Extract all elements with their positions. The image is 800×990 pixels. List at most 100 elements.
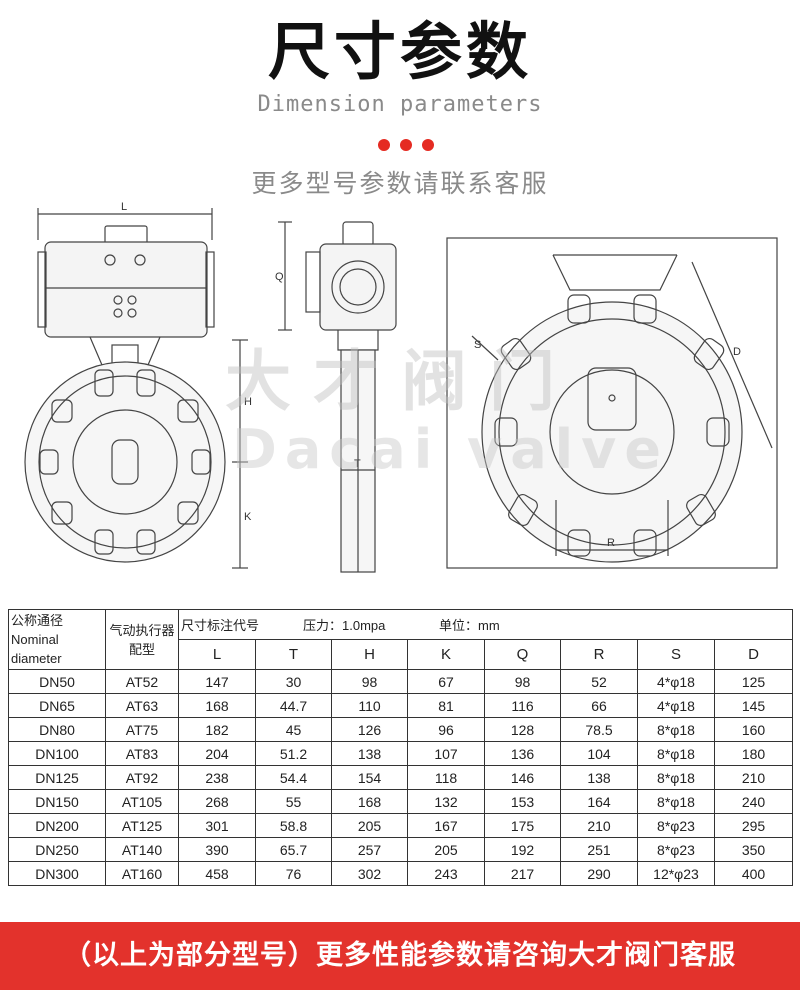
dot-icon [422,139,434,151]
cell-nominal-diameter: DN300 [8,861,106,886]
dim-label-r: R [607,537,615,549]
cell-actuator-model: AT75 [105,717,179,742]
cell-r: 251 [560,837,638,862]
cell-t: 58.8 [255,813,332,838]
side-view-drawing [278,221,397,573]
cell-d: 210 [713,765,794,790]
header-dimension-code: 尺寸标注代号 [181,618,260,633]
cell-h: 154 [331,765,408,790]
cell-nominal-diameter: DN80 [8,717,106,742]
cell-r: 104 [560,741,638,766]
cell-q: 146 [484,765,561,790]
flange-view-drawing [446,237,778,569]
cell-s: 4*φ18 [637,693,715,718]
dim-label-k: K [244,511,252,523]
decorative-dots [378,139,438,153]
header-pressure: 压力：1.0mpa [303,618,386,633]
cell-q: 136 [484,741,561,766]
cell-s: 8*φ18 [637,789,715,814]
cell-t: 30 [255,669,332,694]
cell-q: 192 [484,837,561,862]
cell-h: 98 [331,669,408,694]
header-nominal-diameter: 公称通径Nominal diameter [8,609,106,670]
dot-icon [378,139,390,151]
dim-label-l: L [121,201,127,213]
cell-q: 175 [484,813,561,838]
cell-d: 125 [713,669,794,694]
dim-label-q: Q [275,271,284,283]
cell-actuator-model: AT92 [105,765,179,790]
cell-actuator-model: AT140 [105,837,179,862]
column-header-q: Q [484,639,561,670]
cell-l: 147 [178,669,256,694]
cell-h: 168 [331,789,408,814]
cell-k: 81 [407,693,485,718]
cell-q: 128 [484,717,561,742]
cell-t: 54.4 [255,765,332,790]
header-actuator-model: 气动执行器配型 [105,609,179,670]
cell-k: 167 [407,813,485,838]
cell-t: 76 [255,861,332,886]
cell-k: 205 [407,837,485,862]
contact-tagline: 更多型号参数请联系客服 [251,169,549,198]
footer-banner: （以上为部分型号）更多性能参数请咨询大才阀门客服 [0,922,800,990]
cell-nominal-diameter: DN50 [8,669,106,694]
cell-k: 96 [407,717,485,742]
cell-s: 8*φ18 [637,717,715,742]
dim-label-h: H [244,396,252,408]
column-header-l: L [178,639,256,670]
header-info-row: 尺寸标注代号 压力：1.0mpa 单位：mm [177,609,794,640]
cell-k: 132 [407,789,485,814]
cell-d: 400 [713,861,794,886]
page-title: 尺寸参数 [267,15,532,88]
dim-label-d: D [733,346,741,358]
header-unit: 单位：mm [439,618,500,633]
cell-nominal-diameter: DN125 [8,765,106,790]
dimension-table: 公称通径Nominal diameter 气动执行器配型 尺寸标注代号 压力：1.… [8,609,794,886]
cell-l: 301 [178,813,256,838]
cell-h: 257 [331,837,408,862]
cell-nominal-diameter: DN150 [8,789,106,814]
column-header-h: H [331,639,408,670]
cell-l: 168 [178,693,256,718]
cell-h: 302 [331,861,408,886]
cell-s: 12*φ23 [637,861,715,886]
cell-k: 107 [407,741,485,766]
cell-t: 65.7 [255,837,332,862]
dot-icon [400,139,412,151]
cell-actuator-model: AT125 [105,813,179,838]
dim-label-s: S [474,339,481,351]
cell-l: 204 [178,741,256,766]
column-header-r: R [560,639,638,670]
cell-d: 295 [713,813,794,838]
cell-l: 268 [178,789,256,814]
column-header-s: S [637,639,715,670]
cell-h: 138 [331,741,408,766]
cell-l: 182 [178,717,256,742]
cell-k: 118 [407,765,485,790]
cell-k: 243 [407,861,485,886]
cell-nominal-diameter: DN250 [8,837,106,862]
cell-s: 8*φ18 [637,741,715,766]
column-header-k: K [407,639,485,670]
cell-r: 138 [560,765,638,790]
cell-actuator-model: AT83 [105,741,179,766]
front-view-drawing [24,208,248,569]
cell-t: 45 [255,717,332,742]
column-header-t: T [255,639,332,670]
cell-l: 390 [178,837,256,862]
cell-r: 66 [560,693,638,718]
cell-t: 44.7 [255,693,332,718]
cell-q: 98 [484,669,561,694]
column-header-d: D [713,639,794,670]
cell-d: 350 [713,837,794,862]
cell-d: 180 [713,741,794,766]
cell-nominal-diameter: DN65 [8,693,106,718]
cell-r: 164 [560,789,638,814]
